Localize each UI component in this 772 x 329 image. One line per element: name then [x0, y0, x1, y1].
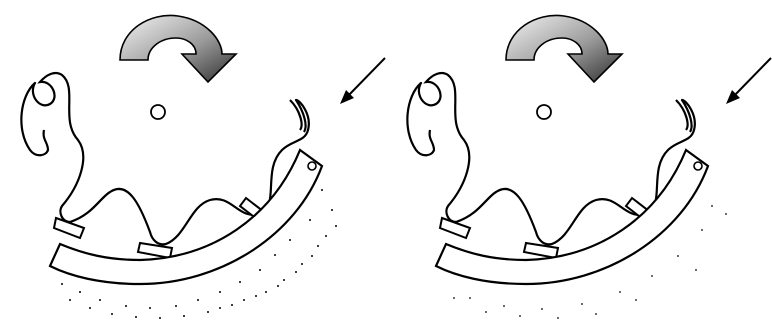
panel-left — [21, 15, 385, 319]
rotor-right — [407, 15, 771, 284]
rotor-left — [21, 15, 385, 284]
panel-right — [407, 15, 771, 318]
